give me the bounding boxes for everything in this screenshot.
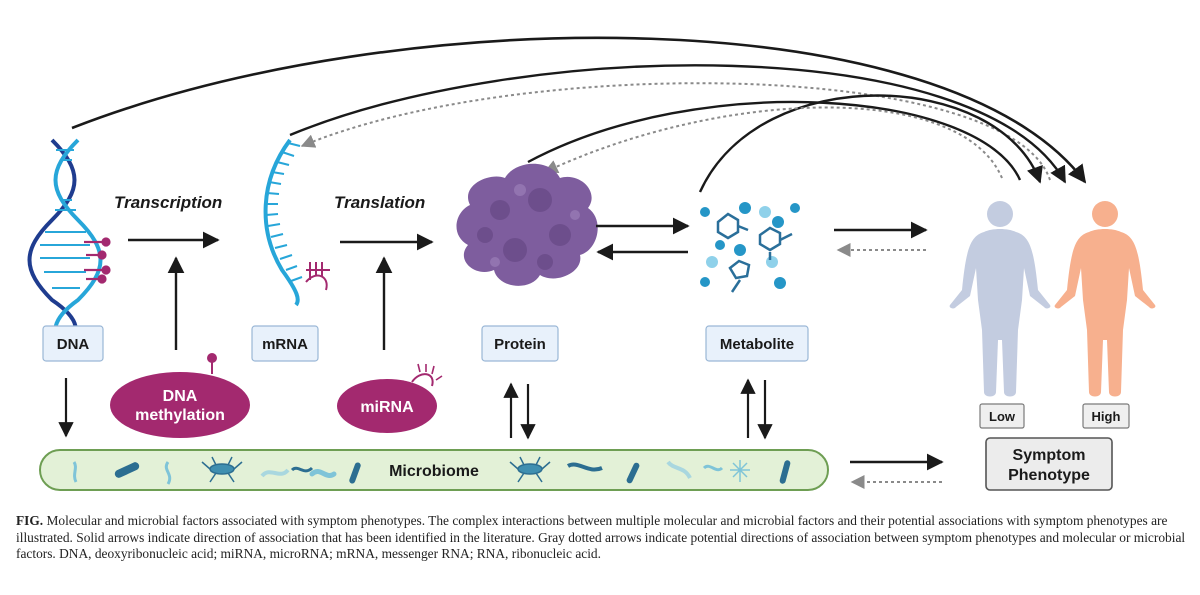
figure-caption: FIG. Molecular and microbial factors ass… (16, 513, 1186, 563)
diagram-canvas: Transcription Translation DNA mRNA Prote… (27, 36, 1156, 491)
arrow-dna-to-phenotype (71, 36, 1087, 184)
dna-methylation-node: DNA methylation (110, 353, 250, 438)
mrna-strand-icon (263, 138, 330, 307)
symptom-phenotype-box (985, 437, 1113, 491)
mrna-label: mRNA (262, 336, 308, 353)
arrow-phenotype-to-mrna-dotted (300, 82, 1051, 181)
symptom-line1: Symptom (1013, 447, 1086, 464)
human-low-icon (949, 201, 1051, 397)
microbiome-bar: Microbiome (39, 449, 829, 491)
dna-box (42, 325, 104, 362)
arrow-metabolite-to-phenotype (698, 94, 1043, 193)
dna-methylation-line2: methylation (135, 407, 225, 424)
high-label: High (1092, 409, 1121, 424)
mirna-node: miRNA (337, 363, 443, 433)
microbiome-label: Microbiome (389, 463, 479, 480)
metabolite-molecules-icon (700, 202, 800, 293)
arrow-protein-to-phenotype (527, 100, 1022, 181)
caption-prefix: FIG. (16, 513, 44, 528)
mirna-label: miRNA (360, 399, 414, 416)
protein-blob-icon (456, 163, 598, 286)
symptom-line2: Phenotype (1008, 467, 1090, 484)
low-box (979, 403, 1025, 429)
arrow-phenotype-to-protein-dotted (543, 106, 1003, 179)
metabolite-label: Metabolite (720, 336, 794, 353)
transcription-label: Transcription (114, 193, 222, 212)
low-label: Low (989, 409, 1016, 424)
human-high-icon (1054, 201, 1156, 397)
dna-helix-icon (27, 138, 111, 347)
bacteria-icon (72, 456, 791, 485)
protein-box (481, 325, 559, 362)
dna-label: DNA (57, 336, 90, 353)
high-box (1082, 403, 1130, 429)
metabolite-box (705, 325, 809, 362)
protein-label: Protein (494, 336, 546, 353)
translation-label: Translation (334, 193, 425, 212)
arrow-mrna-to-phenotype (289, 64, 1067, 184)
mrna-box (251, 325, 319, 362)
dna-methylation-line1: DNA (163, 388, 198, 405)
caption-text: Molecular and microbial factors associat… (16, 513, 1186, 562)
